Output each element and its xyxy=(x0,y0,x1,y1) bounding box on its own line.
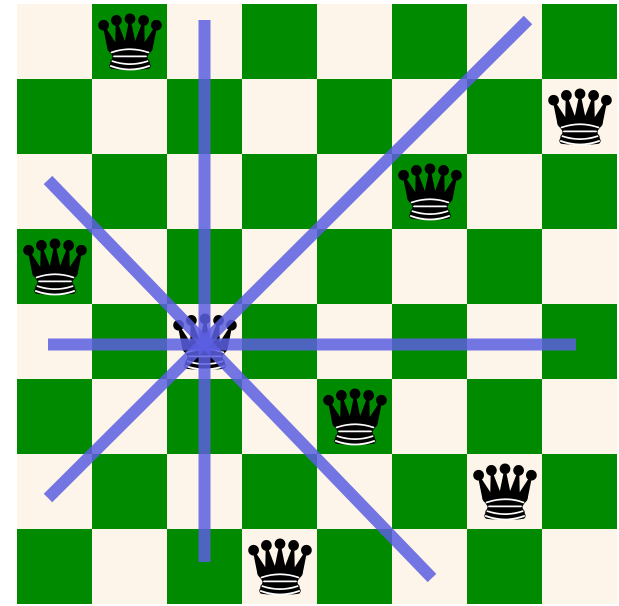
square-g3 xyxy=(467,379,542,454)
queen-icon xyxy=(469,456,541,528)
square-f8 xyxy=(392,4,467,79)
square-g1 xyxy=(467,529,542,604)
square-c1 xyxy=(167,529,242,604)
queen-a5[interactable] xyxy=(17,229,92,304)
square-e1 xyxy=(317,529,392,604)
square-a4 xyxy=(17,304,92,379)
square-d2 xyxy=(242,454,317,529)
square-a7 xyxy=(17,79,92,154)
square-b6 xyxy=(92,154,167,229)
square-c2 xyxy=(167,454,242,529)
square-c8 xyxy=(167,4,242,79)
queen-h7[interactable] xyxy=(542,79,617,154)
square-a1 xyxy=(17,529,92,604)
queen-d1[interactable] xyxy=(242,529,317,604)
queen-f6[interactable] xyxy=(392,154,467,229)
square-e5 xyxy=(317,229,392,304)
square-e2 xyxy=(317,454,392,529)
square-e8 xyxy=(317,4,392,79)
square-d4 xyxy=(242,304,317,379)
square-h3 xyxy=(542,379,617,454)
square-e4 xyxy=(317,304,392,379)
square-d3 xyxy=(242,379,317,454)
square-f3 xyxy=(392,379,467,454)
square-f1 xyxy=(392,529,467,604)
square-c6 xyxy=(167,154,242,229)
square-c7 xyxy=(167,79,242,154)
square-f5 xyxy=(392,229,467,304)
queen-g2[interactable] xyxy=(467,454,542,529)
square-d5 xyxy=(242,229,317,304)
square-f7 xyxy=(392,79,467,154)
square-h1 xyxy=(542,529,617,604)
chessboard xyxy=(17,4,617,604)
square-b2 xyxy=(92,454,167,529)
square-b7 xyxy=(92,79,167,154)
square-c3 xyxy=(167,379,242,454)
square-g8 xyxy=(467,4,542,79)
square-h6 xyxy=(542,154,617,229)
square-a3 xyxy=(17,379,92,454)
square-e6 xyxy=(317,154,392,229)
square-b5 xyxy=(92,229,167,304)
square-g5 xyxy=(467,229,542,304)
square-d6 xyxy=(242,154,317,229)
square-b1 xyxy=(92,529,167,604)
square-b4 xyxy=(92,304,167,379)
square-h2 xyxy=(542,454,617,529)
square-f4 xyxy=(392,304,467,379)
square-a2 xyxy=(17,454,92,529)
square-a8 xyxy=(17,4,92,79)
square-h8 xyxy=(542,4,617,79)
queen-e3[interactable] xyxy=(317,379,392,454)
square-g6 xyxy=(467,154,542,229)
square-h5 xyxy=(542,229,617,304)
square-a6 xyxy=(17,154,92,229)
square-e7 xyxy=(317,79,392,154)
queen-icon xyxy=(394,156,466,228)
square-d7 xyxy=(242,79,317,154)
queen-icon xyxy=(169,306,241,378)
queen-b8[interactable] xyxy=(92,4,167,79)
queen-icon xyxy=(244,531,316,603)
queen-icon xyxy=(319,381,391,453)
square-c5 xyxy=(167,229,242,304)
queen-icon xyxy=(544,81,616,153)
square-h4 xyxy=(542,304,617,379)
square-g7 xyxy=(467,79,542,154)
queen-icon xyxy=(94,6,166,78)
queen-icon xyxy=(19,231,91,303)
square-f2 xyxy=(392,454,467,529)
square-g4 xyxy=(467,304,542,379)
square-d8 xyxy=(242,4,317,79)
queen-c4[interactable] xyxy=(167,304,242,379)
square-b3 xyxy=(92,379,167,454)
